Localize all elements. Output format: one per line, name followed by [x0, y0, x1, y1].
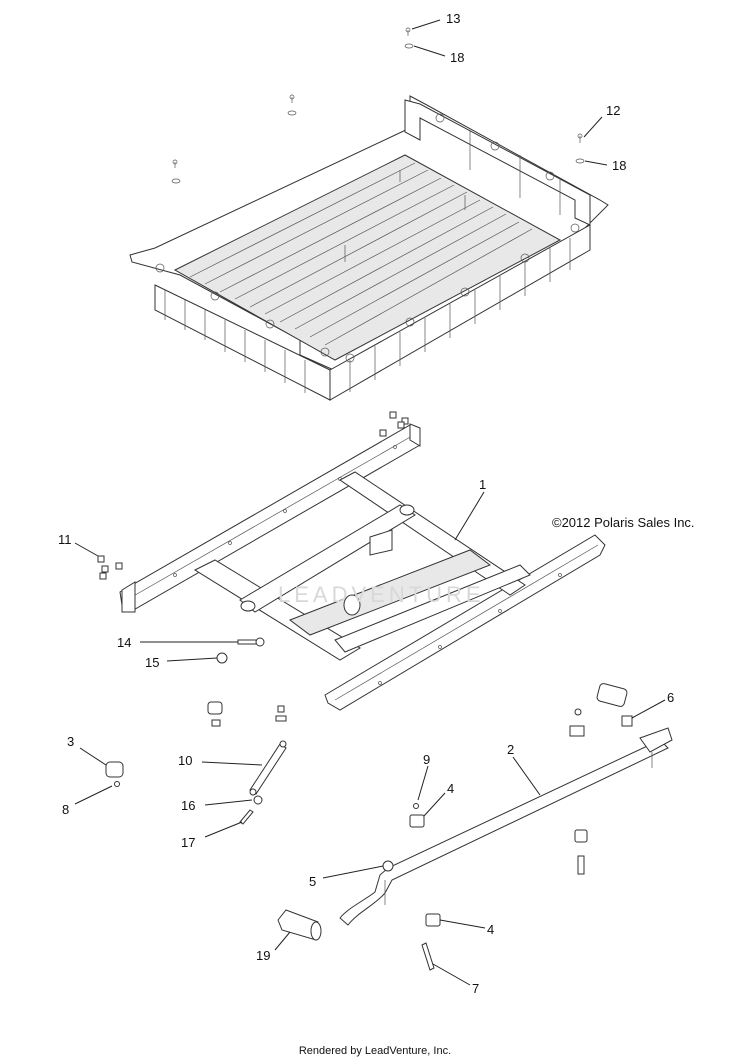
callout-1: 1: [479, 477, 486, 492]
callout-4-lower: 4: [487, 922, 494, 937]
callout-13: 13: [446, 11, 460, 26]
callout-5: 5: [309, 874, 316, 889]
callout-11: 11: [58, 532, 72, 547]
callout-12: 12: [606, 103, 620, 118]
clip-right: [574, 829, 588, 875]
callout-3: 3: [67, 734, 74, 749]
callout-8: 8: [62, 802, 69, 817]
footer-credit: Rendered by LeadVenture, Inc.: [298, 1045, 452, 1057]
part-3-bumper: [105, 761, 124, 778]
callout-18-top: 18: [450, 50, 464, 65]
part-2-latch-rod: [339, 727, 673, 926]
part-17-pin: [239, 809, 254, 825]
callouts: 13 18 12 18 1 11 14 15 3 8 10 16: [58, 11, 674, 996]
part-7-pin: [421, 942, 435, 971]
callout-10: 10: [178, 753, 192, 768]
part-19-grip: [277, 909, 322, 941]
part-10-strut: [249, 740, 287, 796]
callout-19: 19: [256, 948, 270, 963]
watermark: LEADVENTURE: [278, 582, 485, 607]
callout-6: 6: [667, 690, 674, 705]
part-9-screw: [413, 803, 419, 809]
part-16-clip: [253, 795, 263, 805]
part-6-latch: [569, 683, 633, 737]
callout-7: 7: [472, 981, 479, 996]
part-4-clip-upper: [409, 814, 425, 828]
part-14-bolt: [237, 637, 265, 647]
callout-4-upper: 4: [447, 781, 454, 796]
frame-fasteners: [97, 411, 409, 580]
bolt-small: [275, 705, 287, 722]
part-4-clip-lower: [425, 913, 441, 927]
callout-14: 14: [117, 635, 131, 650]
part-8-screw: [114, 781, 120, 787]
callout-17: 17: [181, 835, 195, 850]
cargo-box: [129, 95, 609, 401]
copyright-notice: ©2012 Polaris Sales Inc.: [552, 515, 695, 530]
part-5-nut: [382, 860, 394, 872]
part-15-nut: [216, 652, 228, 664]
callout-16: 16: [181, 798, 195, 813]
cargo-frame: [119, 423, 606, 711]
callout-18-right: 18: [612, 158, 626, 173]
callout-2: 2: [507, 742, 514, 757]
callout-9: 9: [423, 752, 430, 767]
callout-15: 15: [145, 655, 159, 670]
bumper: [207, 701, 223, 727]
cargo-box-fasteners: [171, 27, 585, 184]
